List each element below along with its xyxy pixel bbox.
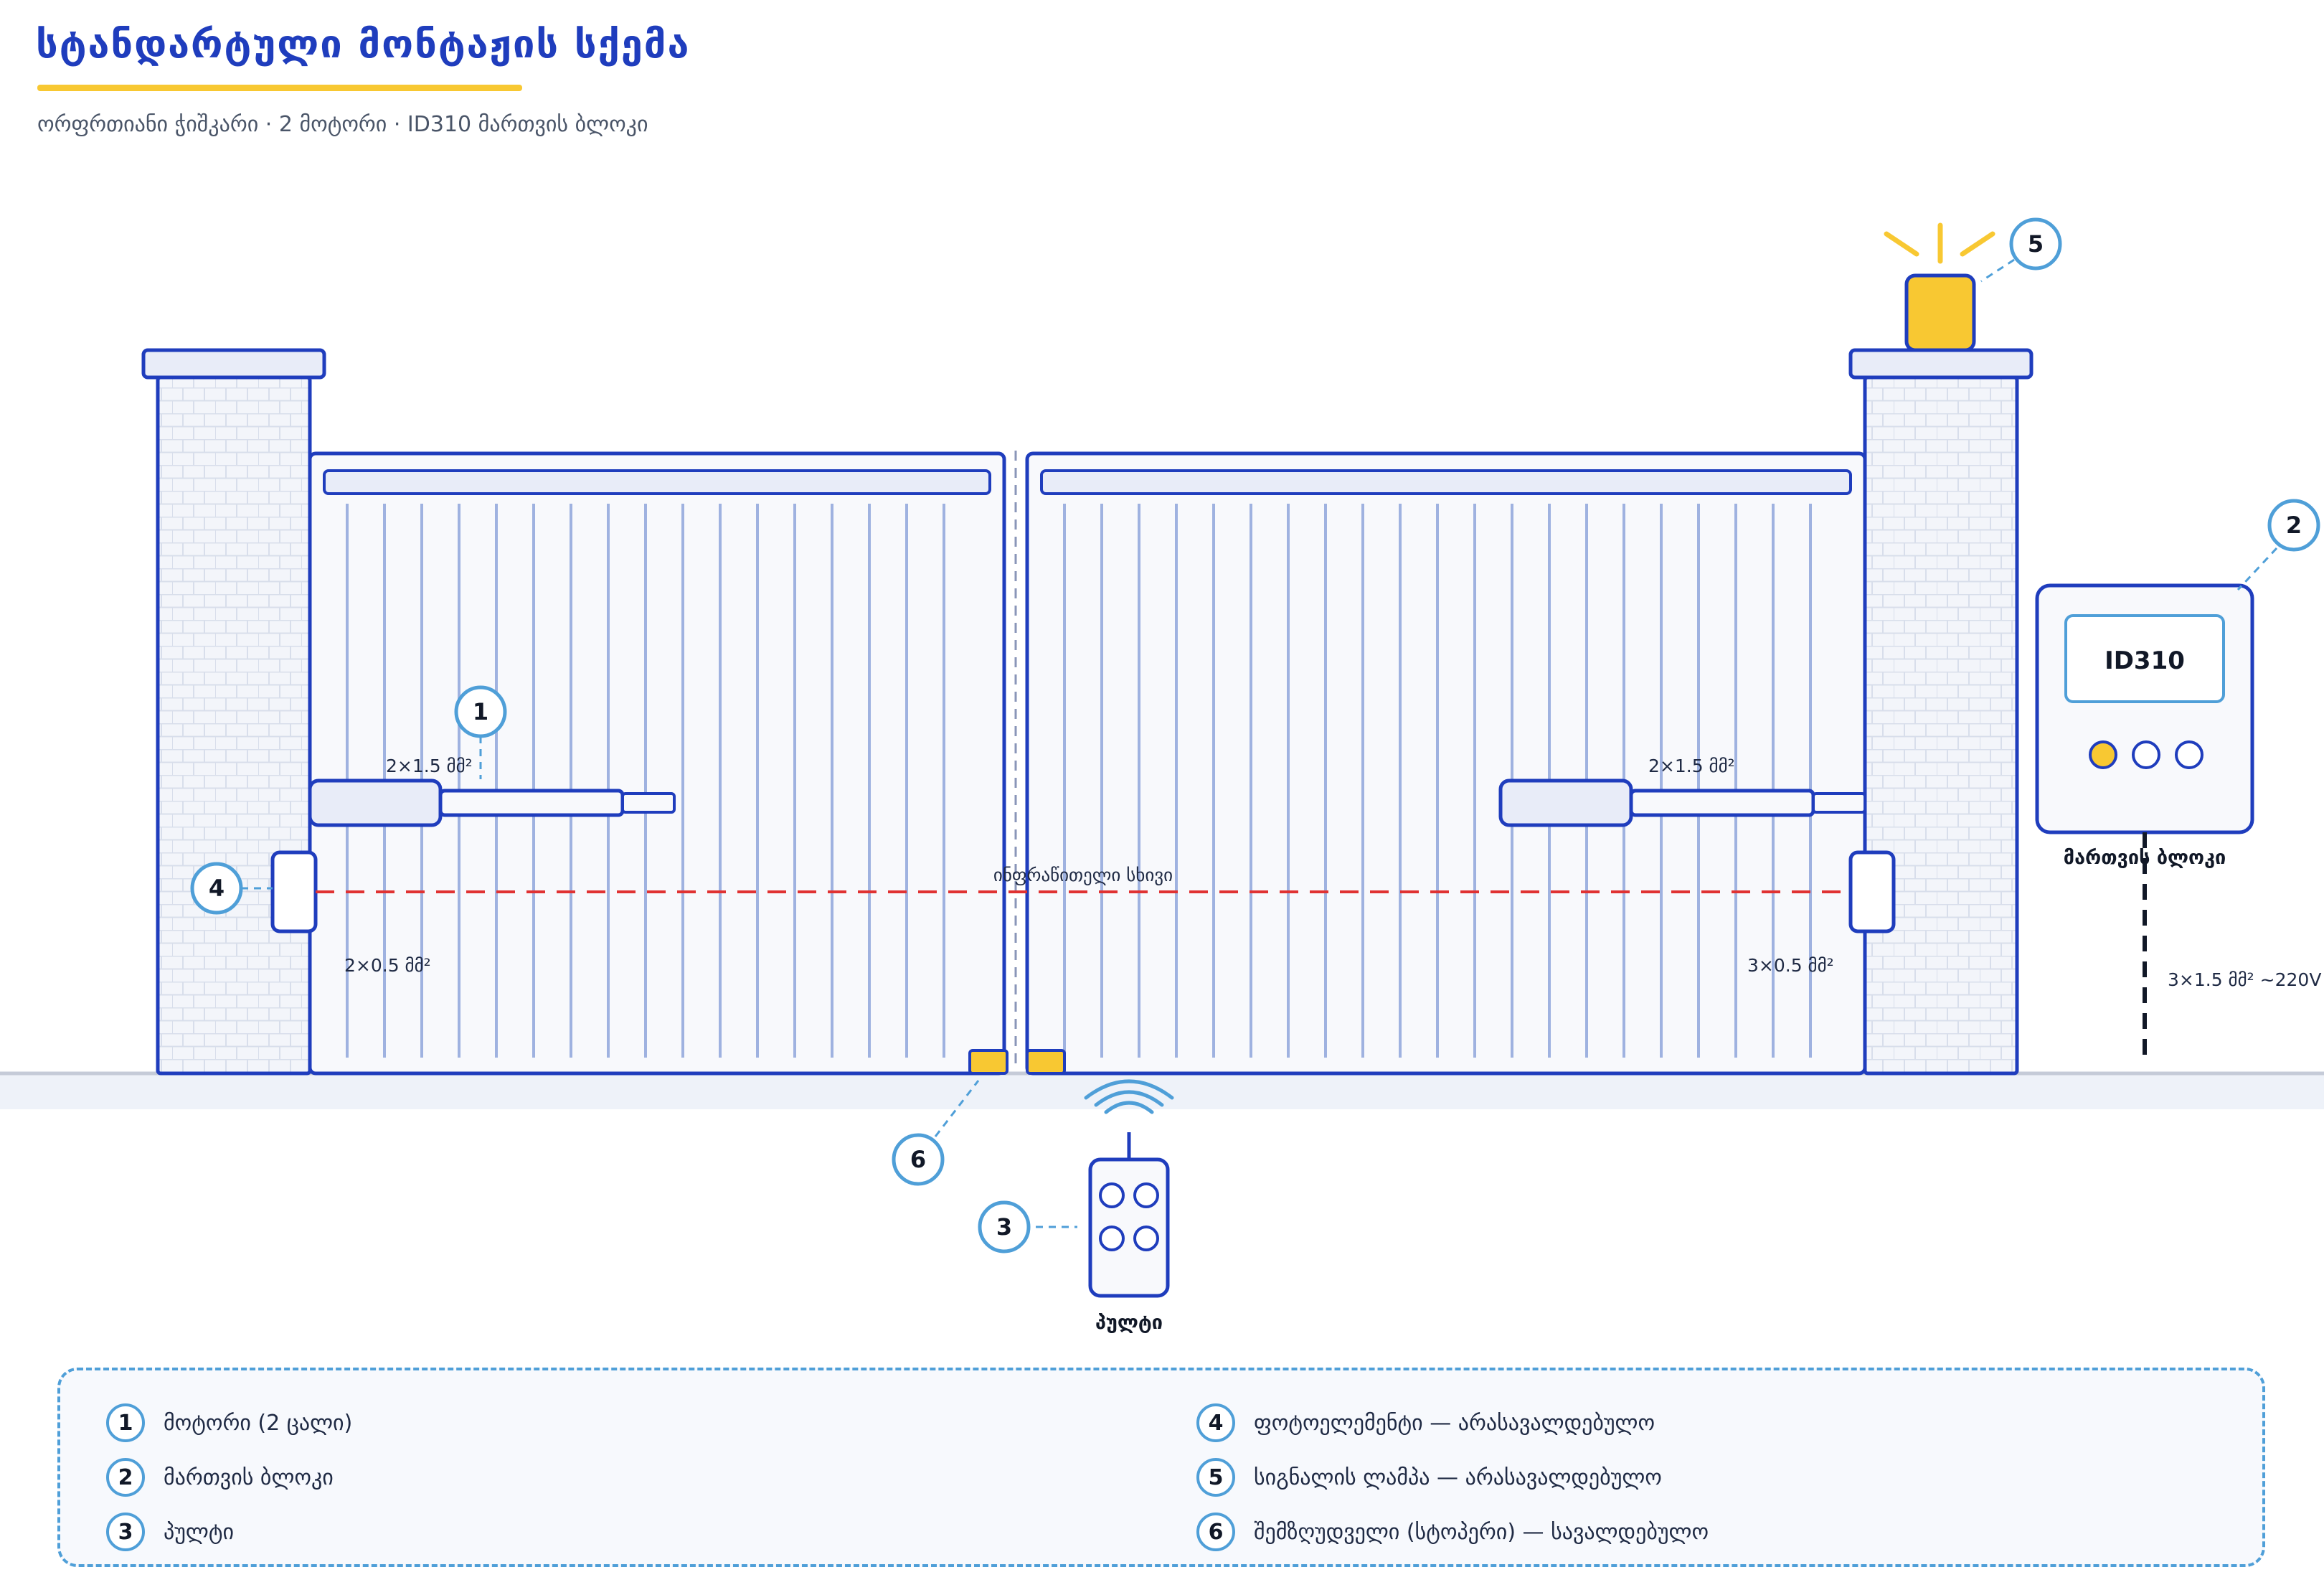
svg-text:3: 3 — [996, 1213, 1012, 1241]
remote-control — [1084, 1079, 1174, 1298]
left-photocell — [270, 850, 318, 933]
beam-label: ინფრაწითელი სხივი — [993, 865, 1173, 885]
legend-number: 2 — [106, 1458, 145, 1497]
legend-text: ფოტოელემენტი — არასავალდებულო — [1254, 1410, 1655, 1436]
control-led-yellow — [2089, 740, 2117, 769]
svg-text:5: 5 — [2028, 230, 2044, 258]
legend-item: 4 ფოტოელემენტი — არასავალდებულო — [1196, 1403, 1655, 1442]
cable-motor-right: 2×1.5 მმ² — [1648, 756, 1735, 776]
legend-text: შემზღუდველი (სტოპერი) — სავალდებულო — [1254, 1519, 1709, 1545]
signal-lamp — [1884, 222, 1995, 352]
svg-text:2: 2 — [2286, 512, 2302, 539]
left-motor — [308, 778, 676, 827]
title-underline — [37, 85, 522, 91]
legend-item: 5 სიგნალის ლამპა — არასავალდებულო — [1196, 1458, 1662, 1497]
control-unit: ID310 — [2035, 583, 2254, 834]
right-pillar — [1848, 348, 2034, 1076]
cable-motor-left: 2×1.5 მმ² — [386, 756, 473, 776]
svg-text:6: 6 — [910, 1146, 926, 1173]
legend-number: 3 — [106, 1513, 145, 1551]
callout-1: 1 — [454, 685, 507, 738]
svg-text:4: 4 — [209, 875, 225, 902]
right-gate-leaf — [1025, 451, 1867, 1076]
callout-2: 2 — [2267, 499, 2320, 552]
left-stopper — [968, 1049, 1009, 1075]
svg-text:1: 1 — [473, 698, 488, 725]
right-motor — [1498, 778, 1866, 827]
left-pillar — [141, 348, 326, 1076]
legend-item: 3 პულტი — [106, 1513, 234, 1551]
legend-text: მოტორი (2 ცალი) — [164, 1410, 353, 1436]
right-photocell — [1848, 850, 1896, 933]
right-stopper — [1026, 1049, 1066, 1075]
legend-number: 6 — [1196, 1513, 1235, 1551]
installation-diagram: ინფრაწითელი სხივი ID310 მართვის ბლოკი 3×… — [0, 217, 2324, 1334]
callout-5: 5 — [2009, 217, 2062, 271]
legend-item: 2 მართვის ბლოკი — [106, 1458, 334, 1497]
control-led — [2175, 740, 2203, 769]
legend-text: პულტი — [164, 1519, 234, 1545]
legend-item: 1 მოტორი (2 ცალი) — [106, 1403, 352, 1442]
callout-4: 4 — [190, 862, 243, 915]
callout-6: 6 — [892, 1133, 945, 1186]
page-subtitle: ორფრთიანი ჭიშკარი · 2 მოტორი · ID310 მარ… — [37, 112, 648, 137]
legend-item: 6 შემზღუდველი (სტოპერი) — სავალდებულო — [1196, 1513, 1709, 1551]
remote-label: პულტი — [1095, 1312, 1163, 1334]
legend-number: 4 — [1196, 1403, 1235, 1442]
control-led — [2132, 740, 2160, 769]
legend-number: 1 — [106, 1403, 145, 1442]
legend-text: სიგნალის ლამპა — არასავალდებულო — [1254, 1464, 1662, 1490]
legend-panel: 1 მოტორი (2 ცალი) 2 მართვის ბლოკი 3 პულტ… — [57, 1368, 2265, 1567]
legend-text: მართვის ბლოკი — [164, 1464, 334, 1490]
cable-photo-left: 2×0.5 მმ² — [344, 955, 431, 976]
cable-power: 3×1.5 მმ² ~220V — [2168, 969, 2321, 990]
page-title: სტანდარტული მონტაჟის სქემა — [36, 22, 691, 67]
control-unit-model: ID310 — [2105, 646, 2185, 675]
cable-photo-right: 3×0.5 მმ² — [1747, 955, 1834, 976]
callout-leaders — [241, 258, 2278, 1228]
legend-number: 5 — [1196, 1458, 1235, 1497]
callout-3: 3 — [978, 1200, 1031, 1253]
